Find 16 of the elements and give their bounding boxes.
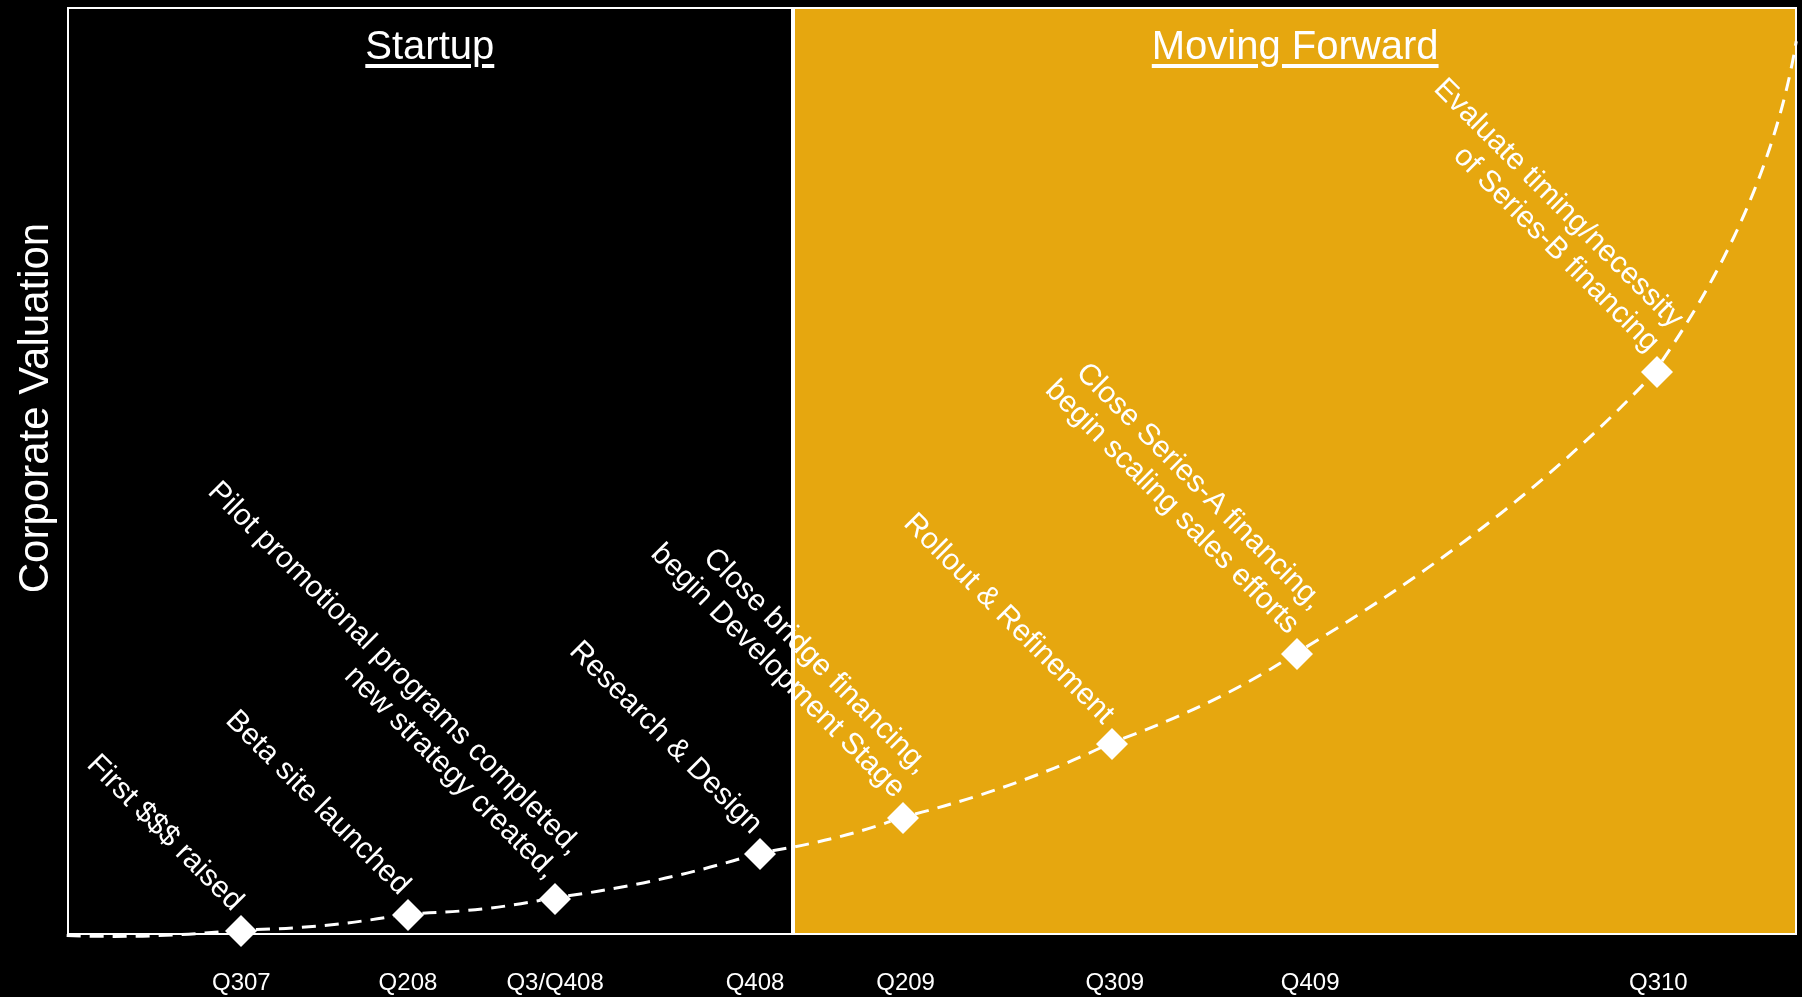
stage-heading: Startup	[365, 22, 495, 68]
dashed-curve-segment	[1660, 41, 1798, 362]
dashed-curve-segment	[422, 898, 541, 915]
quarter-label: Q307	[211, 967, 271, 996]
dashed-curve-segment	[255, 914, 394, 931]
quarter-label: Q208	[378, 967, 438, 996]
quarter-label: Q408	[725, 967, 785, 996]
stage-heading: Moving Forward	[1151, 22, 1439, 68]
quarter-label: Q3/Q408	[506, 967, 604, 996]
quarter-label: Q409	[1280, 967, 1340, 996]
dashed-curve-segment	[914, 746, 1102, 816]
quarter-label: Q209	[876, 967, 935, 996]
quarter-label: Q309	[1085, 967, 1145, 996]
dashed-curve-segment	[772, 820, 891, 853]
axis-title: Corporate Valuation	[10, 222, 59, 594]
quarter-label: Q310	[1629, 967, 1688, 996]
